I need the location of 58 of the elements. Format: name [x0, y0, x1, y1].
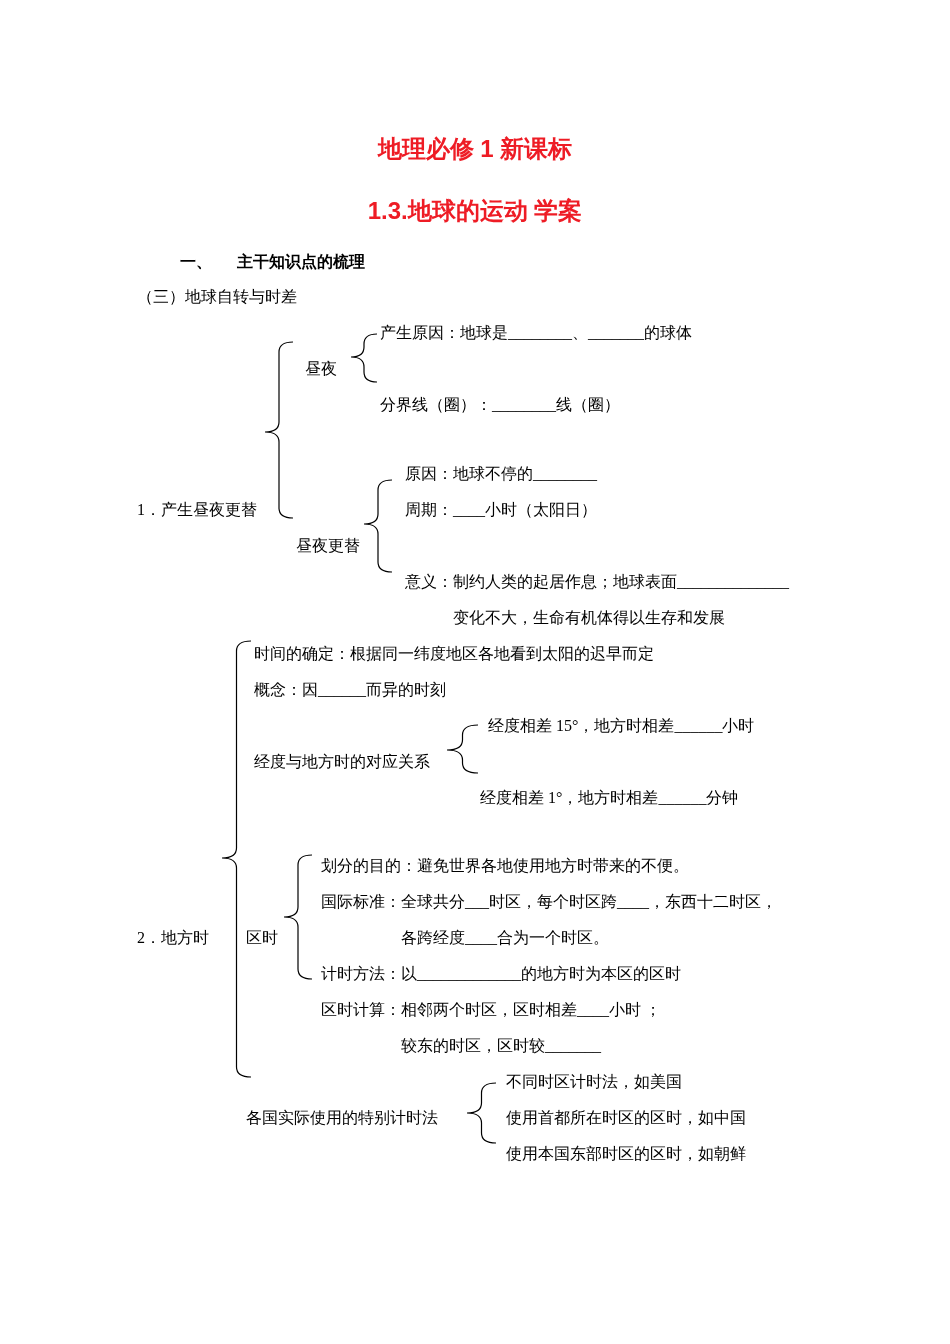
outline-text: 意义：制约人类的起居作息；地球表面: [405, 573, 677, 590]
outline-text: 小时 ；: [609, 1001, 661, 1018]
subsection-heading: （三）地球自转与时差: [137, 288, 297, 305]
fill-in-line: ______: [658, 789, 707, 806]
fill-in-line: ________: [492, 396, 556, 413]
topic-label: 2．地方时: [137, 929, 209, 946]
outline-text: ，东西十二时区，: [649, 893, 777, 910]
outline-text: 小时: [722, 717, 755, 734]
outline-text: 、: [572, 324, 588, 341]
list-number: 一、: [180, 253, 212, 270]
section-heading: 主干知识点的梳理: [237, 253, 365, 270]
outline-text: 变化不大，生命有机体得以生存和发展: [453, 609, 725, 626]
fill-in-line: _______: [545, 1037, 601, 1054]
outline-text: 划分的目的：避免世界各地使用地方时带来的不便。: [321, 857, 689, 874]
outline-text: 使用首都所在时区的区时，如中国: [506, 1109, 746, 1126]
topic-label: 经度与地方时的对应关系: [254, 753, 430, 770]
outline-text: 小时（太阳日）: [485, 501, 597, 518]
outline-text: 使用本国东部时区的区时，如朝鲜: [506, 1145, 746, 1162]
fill-in-line: ____: [453, 501, 485, 518]
fill-in-line: ______: [318, 681, 366, 698]
outline-text: 时区，每个时区跨: [489, 893, 617, 910]
page-title: 地理必修 1 新课标: [377, 134, 573, 164]
outline-text: 国际标准：全球共分: [321, 893, 465, 910]
outline-text: 分钟: [706, 789, 739, 806]
fill-in-line: ________: [533, 465, 597, 482]
outline-text: 区时计算：相邻两个时区，区时相差: [321, 1001, 577, 1018]
fill-in-line: ____: [465, 929, 497, 946]
topic-label: 各国实际使用的特别计时法: [246, 1109, 438, 1126]
outline-text: 经度相差 15°，地方时相差: [488, 717, 675, 734]
fill-in-line: _______: [588, 324, 644, 341]
outline-text: 较东的时区，区时较: [401, 1037, 545, 1054]
outline-text: 的球体: [644, 324, 692, 341]
fill-in-line: ___: [465, 893, 489, 910]
outline-text: 经度相差 1°，地方时相差: [480, 789, 659, 806]
subtitle: 1.3.地球的运动 学案: [367, 197, 583, 224]
fill-in-line: _____________: [417, 965, 521, 982]
outline-text: 而异的时刻: [366, 681, 446, 698]
outline-text: 原因：地球不停的: [405, 465, 533, 482]
fill-in-line: ________: [508, 324, 572, 341]
outline-text: 的地方时为本区的区时: [521, 965, 681, 982]
topic-label: 昼夜更替: [296, 537, 360, 554]
outline-text: 计时方法：以: [321, 965, 417, 982]
topic-label: 昼夜: [305, 360, 337, 377]
outline-text: 周期：: [405, 501, 453, 518]
fill-in-line: ______: [674, 717, 723, 734]
outline-text: 产生原因：地球是: [380, 324, 508, 341]
outline-text: 各跨经度: [401, 929, 465, 946]
outline-text: 分界线（圈）：: [380, 396, 492, 413]
outline-text: 时间的确定：根据同一纬度地区各地看到太阳的迟早而定: [254, 645, 654, 662]
fill-in-line: ____: [617, 893, 649, 910]
topic-label: 1．产生昼夜更替: [137, 501, 257, 518]
outline-text: 线（圈）: [556, 396, 620, 413]
topic-label: 区时: [246, 929, 278, 946]
fill-in-line: ____: [577, 1001, 609, 1018]
outline-text: 合为一个时区。: [497, 929, 609, 946]
outline-text: 不同时区计时法，如美国: [506, 1073, 682, 1090]
fill-in-line: ______________: [677, 573, 789, 590]
outline-text: 概念：因: [254, 681, 318, 698]
